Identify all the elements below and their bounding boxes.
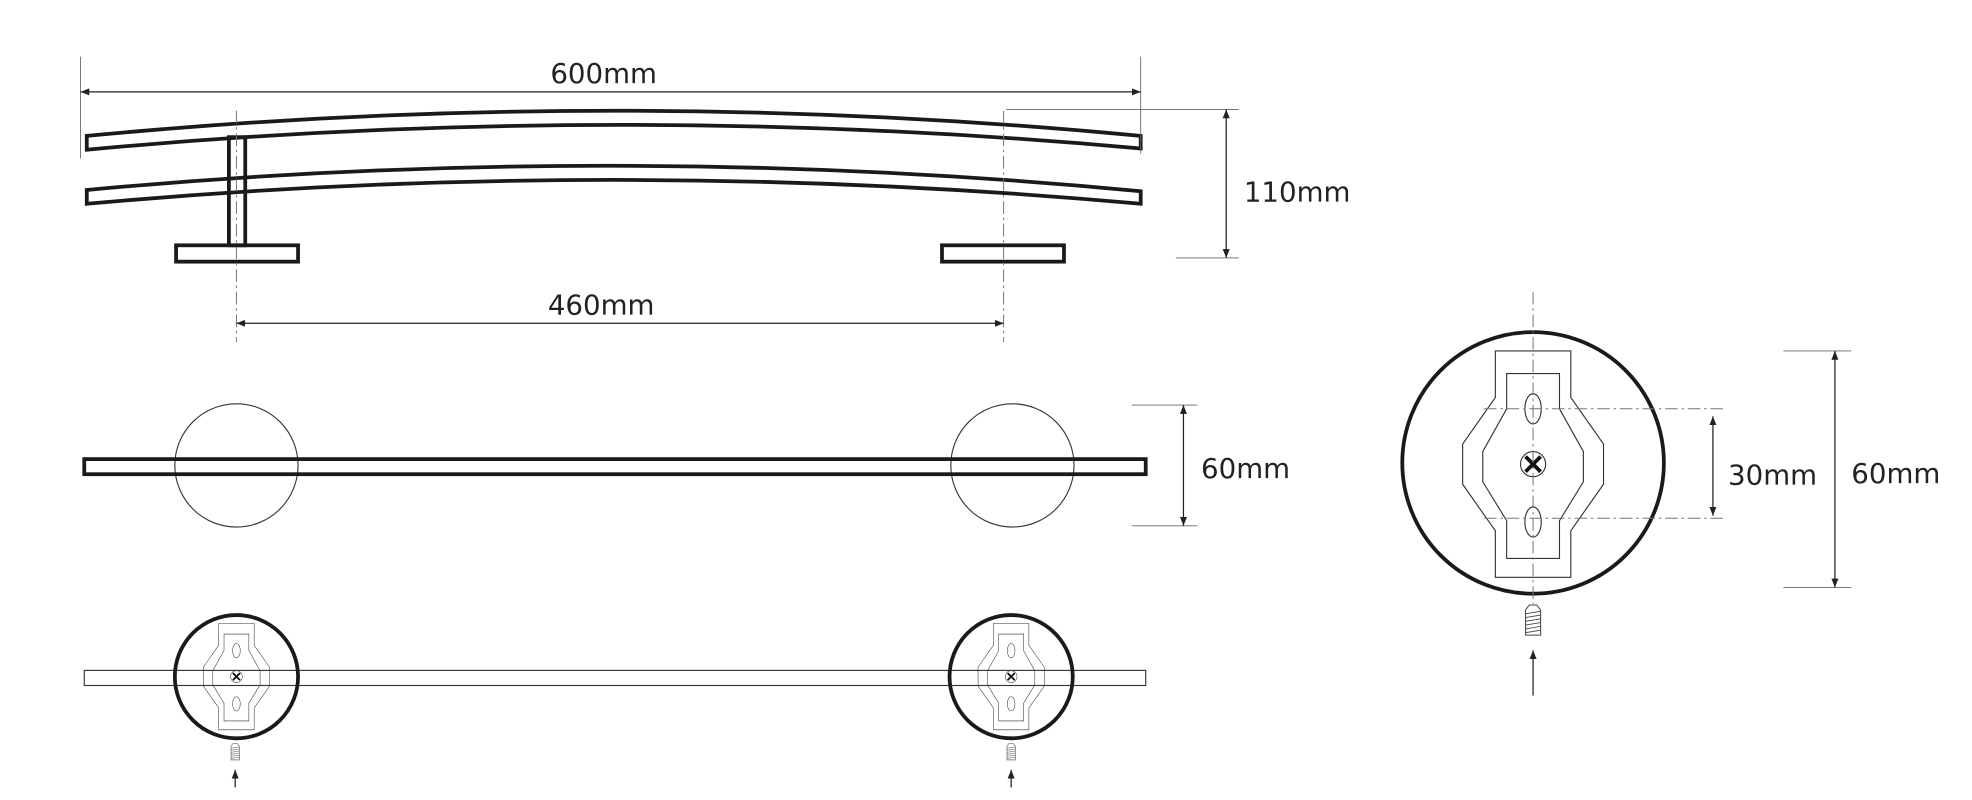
screw-icon — [1525, 604, 1542, 636]
dimension-460mm: 460mm — [236, 288, 1004, 327]
screw-icon — [230, 743, 240, 761]
dimension-30mm: 30mm — [1709, 416, 1817, 516]
dimension-label: 30mm — [1728, 458, 1817, 491]
dimension-detail-60mm: 60mm — [1783, 350, 1940, 588]
dimension-110mm: 110mm — [1006, 109, 1351, 259]
dimension-600mm: 600mm — [80, 56, 1142, 159]
mounting-plate — [977, 622, 1046, 731]
lower-rail — [84, 163, 1143, 206]
dimension-label: 110mm — [1244, 175, 1351, 208]
dimension-label: 460mm — [548, 288, 655, 321]
rail-bar — [82, 457, 1148, 477]
mount-detail-view — [1400, 291, 1726, 696]
dimension-label: 60mm — [1201, 452, 1290, 485]
dimension-label: 600mm — [550, 57, 657, 90]
screw-icon — [1006, 743, 1016, 761]
mounting-plate — [202, 622, 271, 731]
base-plate-right — [940, 243, 1066, 264]
mount-view — [83, 613, 1147, 788]
base-plate-left — [174, 243, 300, 264]
dimension-label: 60mm — [1851, 457, 1940, 490]
top-view — [82, 403, 1148, 528]
dimension-60mm: 60mm — [1131, 404, 1290, 527]
